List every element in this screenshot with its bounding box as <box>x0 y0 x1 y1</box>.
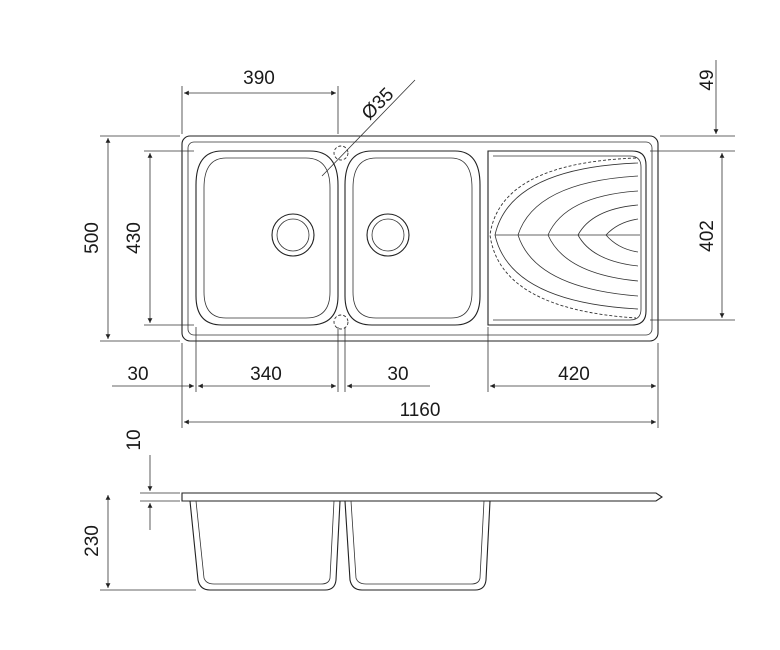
dim-430-label: 430 <box>124 222 145 254</box>
dim-10: 10 <box>124 429 180 530</box>
dim-230: 230 <box>82 495 196 591</box>
left-bowl-inner <box>203 157 331 319</box>
bottom-extension-lines <box>181 327 659 428</box>
dim-420-label: 420 <box>558 364 590 385</box>
dim-1160: 1160 <box>183 400 656 425</box>
right-drain-inner <box>371 218 405 252</box>
dim-402-label: 402 <box>697 220 718 252</box>
dim-340-label: 340 <box>250 364 282 385</box>
dim-49-label: 49 <box>697 69 718 90</box>
dim-500: 500 <box>82 135 180 342</box>
section-left-bowl <box>189 500 341 591</box>
dim-30-middle-label: 30 <box>387 364 408 385</box>
dim-hole: Ø35 <box>321 79 416 177</box>
right-bowl <box>344 150 481 326</box>
dim-30-left-label: 30 <box>127 364 148 385</box>
dim-402: 402 <box>650 150 735 321</box>
right-bowl-inner <box>352 157 473 319</box>
section-view <box>181 492 663 591</box>
section-rim <box>181 492 663 502</box>
dim-10-label: 10 <box>124 429 145 450</box>
dim-49: 49 <box>660 60 735 137</box>
dim-420: 420 <box>490 364 656 389</box>
dim-30-middle: 30 <box>347 364 430 389</box>
dim-340: 340 <box>197 364 336 389</box>
drainer-board <box>487 150 647 326</box>
dim-230-label: 230 <box>82 525 103 557</box>
section-right-bowl <box>344 500 491 591</box>
dim-1160-label: 1160 <box>400 400 441 421</box>
left-drain <box>271 213 315 257</box>
section-left-bowl-inner <box>195 500 335 585</box>
dim-390-label: 390 <box>243 68 275 89</box>
section-right-bowl-inner <box>350 500 485 585</box>
right-drain <box>366 213 410 257</box>
tap-hole-bottom <box>333 314 349 330</box>
dim-430: 430 <box>124 150 194 326</box>
dim-hole-label: Ø35 <box>358 84 398 124</box>
dim-500-label: 500 <box>82 222 103 254</box>
plan-view <box>181 135 659 342</box>
dim-30-left: 30 <box>112 364 195 389</box>
sink-inner-outline <box>187 141 653 336</box>
tap-hole-top <box>333 145 349 161</box>
left-drain-inner <box>276 218 310 252</box>
dim-390: 390 <box>181 68 339 134</box>
sink-outline <box>181 135 659 342</box>
left-bowl <box>195 150 339 326</box>
